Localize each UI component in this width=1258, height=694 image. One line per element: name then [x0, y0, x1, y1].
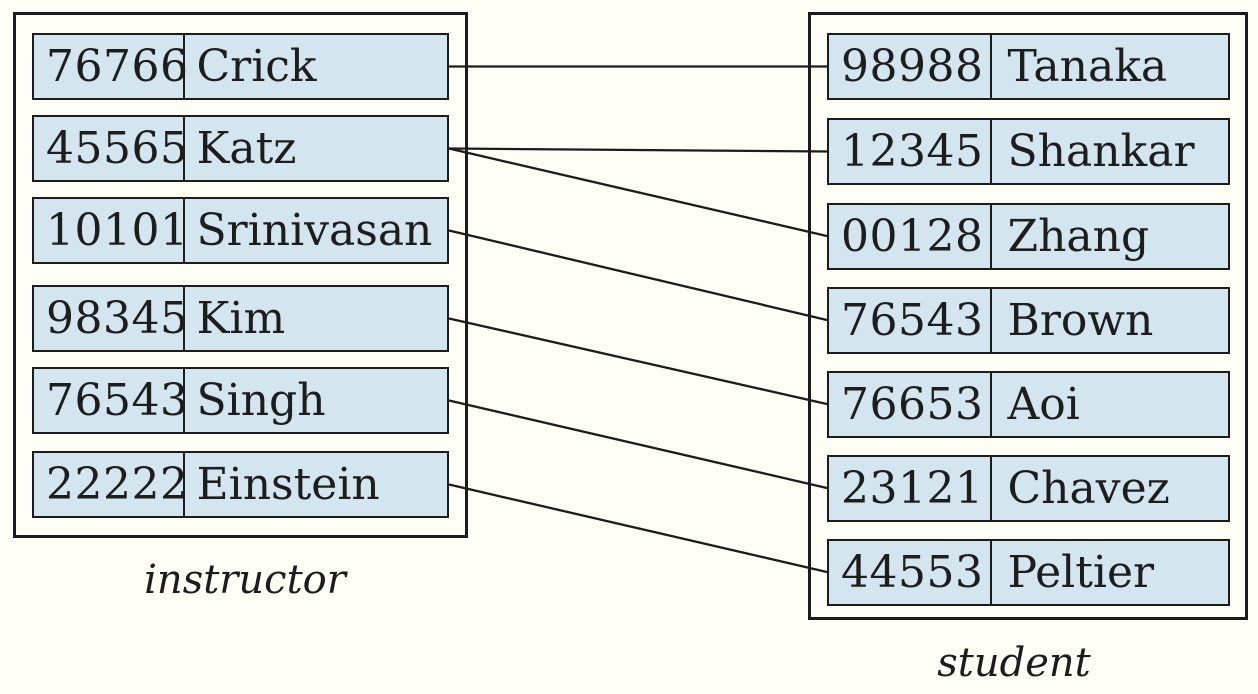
relationship-line — [448, 147, 830, 153]
id-cell: 98988 — [829, 35, 992, 98]
name-cell: Peltier — [1007, 546, 1155, 598]
name-cell: Shankar — [1007, 125, 1195, 177]
id-cell: 00128 — [829, 205, 992, 268]
table-row: 76653 Aoi — [827, 371, 1230, 438]
id-cell: 10101 — [34, 199, 188, 262]
relationship-line — [448, 317, 830, 406]
name-cell: Crick — [196, 40, 317, 92]
name-cell: Kim — [196, 292, 286, 344]
table-row: 00128 Zhang — [827, 203, 1230, 270]
table-row: 98988 Tanaka — [827, 33, 1230, 100]
id-cell: 12345 — [829, 120, 992, 183]
name-cell: Brown — [1007, 294, 1154, 346]
name-cell: Zhang — [1007, 210, 1150, 262]
name-cell: Katz — [196, 122, 297, 174]
id-cell: 44553 — [829, 541, 992, 604]
id-cell: 45565 — [34, 117, 188, 180]
name-cell: Aoi — [1007, 378, 1080, 430]
relationship-line — [448, 229, 830, 322]
relationship-line — [448, 483, 830, 574]
name-cell: Einstein — [196, 458, 380, 510]
name-cell: Singh — [196, 374, 326, 426]
table-row: 23121 Chavez — [827, 455, 1230, 522]
table-row: 76543 Brown — [827, 287, 1230, 354]
table-row: 44553 Peltier — [827, 539, 1230, 606]
id-cell: 76766 — [34, 35, 188, 98]
id-cell: 76653 — [829, 373, 992, 436]
name-cell: Srinivasan — [196, 204, 433, 256]
name-cell: Tanaka — [1007, 40, 1168, 92]
id-cell: 76543 — [829, 289, 992, 352]
relationship-line — [448, 147, 830, 238]
id-cell: 76543 — [34, 369, 188, 432]
table-row: 12345 Shankar — [827, 118, 1230, 185]
id-cell: 23121 — [829, 457, 992, 520]
instructor-table-label: instructor — [144, 557, 346, 603]
id-cell: 22222 — [34, 453, 188, 516]
student-table-label: student — [937, 640, 1091, 686]
relationship-line — [448, 399, 830, 490]
name-cell: Chavez — [1007, 462, 1170, 514]
id-cell: 98345 — [34, 287, 188, 350]
